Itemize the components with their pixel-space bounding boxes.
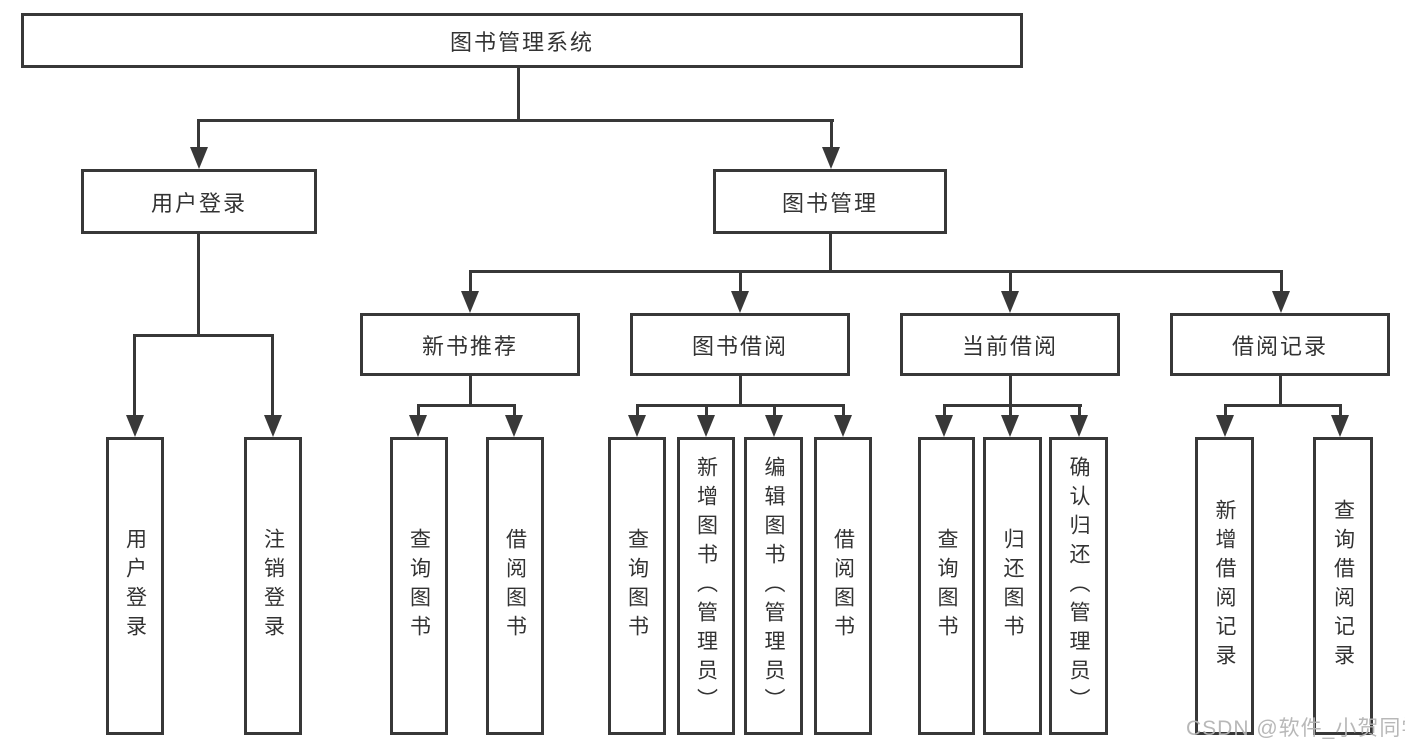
connector-line — [705, 404, 708, 417]
connector-line — [197, 234, 200, 336]
connector-line — [197, 119, 834, 122]
connector-line — [830, 119, 833, 149]
connector-line — [1009, 270, 1012, 293]
connector-line — [1280, 270, 1283, 293]
connector-line — [943, 404, 1082, 407]
connector-line — [739, 376, 742, 406]
node-confirm-return-admin: 确认归还（管理员） — [1049, 437, 1108, 735]
node-borrow-books: 借阅图书 — [814, 437, 872, 735]
node-label: 归还图书 — [1001, 528, 1024, 644]
connector-line — [1224, 404, 1227, 417]
node-label: 查询借阅记录 — [1331, 499, 1355, 673]
node-label: 图书管理系统 — [449, 29, 594, 55]
node-label: 确认归还（管理员） — [1067, 455, 1090, 717]
connector-line — [1279, 376, 1282, 406]
arrow-down-icon — [1070, 415, 1088, 437]
node-library-system: 图书管理系统 — [21, 13, 1023, 68]
connector-line — [1009, 376, 1012, 406]
node-return-book: 归还图书 — [983, 437, 1042, 735]
node-label: 新增图书（管理员） — [694, 455, 718, 717]
node-label: 借阅图书 — [503, 528, 527, 644]
node-borrow-books: 借阅图书 — [486, 437, 544, 735]
node-borrowing-records: 借阅记录 — [1170, 313, 1390, 376]
node-query-books: 查询图书 — [608, 437, 666, 735]
arrow-down-icon — [190, 147, 208, 169]
node-label: 当前借阅 — [961, 333, 1058, 359]
node-label: 图书管理 — [781, 190, 878, 216]
connector-line — [197, 119, 200, 149]
node-logout: 注销登录 — [244, 437, 302, 735]
arrow-down-icon — [1272, 291, 1290, 313]
connector-line — [513, 404, 516, 417]
node-query-borrow-record: 查询借阅记录 — [1313, 437, 1373, 735]
connector-line — [417, 404, 516, 407]
arrow-down-icon — [1001, 291, 1019, 313]
arrow-down-icon — [1331, 415, 1349, 437]
node-label: 查询图书 — [407, 528, 431, 644]
connector-line — [636, 404, 639, 417]
node-label: 查询图书 — [625, 528, 649, 644]
node-user-login: 用户登录 — [81, 169, 317, 234]
node-label: 图书借阅 — [691, 333, 788, 359]
arrow-down-icon — [935, 415, 953, 437]
arrow-down-icon — [461, 291, 479, 313]
node-book-management: 图书管理 — [713, 169, 947, 234]
node-label: 用户登录 — [150, 190, 247, 216]
node-new-book-recommendation: 新书推荐 — [360, 313, 580, 376]
arrow-down-icon — [822, 147, 840, 169]
arrow-down-icon — [765, 415, 783, 437]
connector-line — [1339, 404, 1342, 417]
node-edit-book-admin: 编辑图书（管理员） — [744, 437, 803, 735]
connector-line — [133, 334, 136, 417]
node-label: 用户登录 — [123, 528, 147, 644]
node-add-borrow-record: 新增借阅记录 — [1195, 437, 1254, 735]
arrow-down-icon — [1216, 415, 1234, 437]
node-query-books: 查询图书 — [390, 437, 448, 735]
arrow-down-icon — [628, 415, 646, 437]
connector-line — [943, 404, 946, 417]
connector-line — [636, 404, 845, 407]
node-current-borrowing: 当前借阅 — [900, 313, 1120, 376]
node-label: 借阅记录 — [1231, 333, 1328, 359]
connector-line — [829, 234, 832, 273]
node-label: 新书推荐 — [421, 333, 518, 359]
arrow-down-icon — [126, 415, 144, 437]
watermark: CSDN @软件_小贺同学 — [1186, 717, 1405, 740]
connector-line — [417, 404, 420, 417]
arrow-down-icon — [731, 291, 749, 313]
node-label: 注销登录 — [261, 528, 285, 644]
arrow-down-icon — [1001, 415, 1019, 437]
arrow-down-icon — [505, 415, 523, 437]
connector-line — [842, 404, 845, 417]
node-add-book-admin: 新增图书（管理员） — [677, 437, 735, 735]
connector-line — [469, 270, 1283, 273]
connector-line — [1009, 404, 1012, 417]
node-label: 新增借阅记录 — [1213, 499, 1236, 673]
connector-line — [271, 334, 274, 417]
connector-line — [469, 376, 472, 406]
connector-line — [773, 404, 776, 417]
node-label: 借阅图书 — [831, 528, 855, 644]
connector-line — [517, 68, 520, 121]
node-user-login-leaf: 用户登录 — [106, 437, 164, 735]
arrow-down-icon — [834, 415, 852, 437]
connector-line — [133, 334, 274, 337]
connector-line — [469, 270, 472, 293]
node-book-borrowing: 图书借阅 — [630, 313, 850, 376]
node-label: 查询图书 — [935, 528, 958, 644]
node-label: 编辑图书（管理员） — [762, 455, 785, 717]
arrow-down-icon — [697, 415, 715, 437]
arrow-down-icon — [264, 415, 282, 437]
connector-line — [1224, 404, 1342, 407]
connector-line — [1078, 404, 1081, 417]
connector-line — [739, 270, 742, 293]
node-query-books: 查询图书 — [918, 437, 975, 735]
arrow-down-icon — [409, 415, 427, 437]
